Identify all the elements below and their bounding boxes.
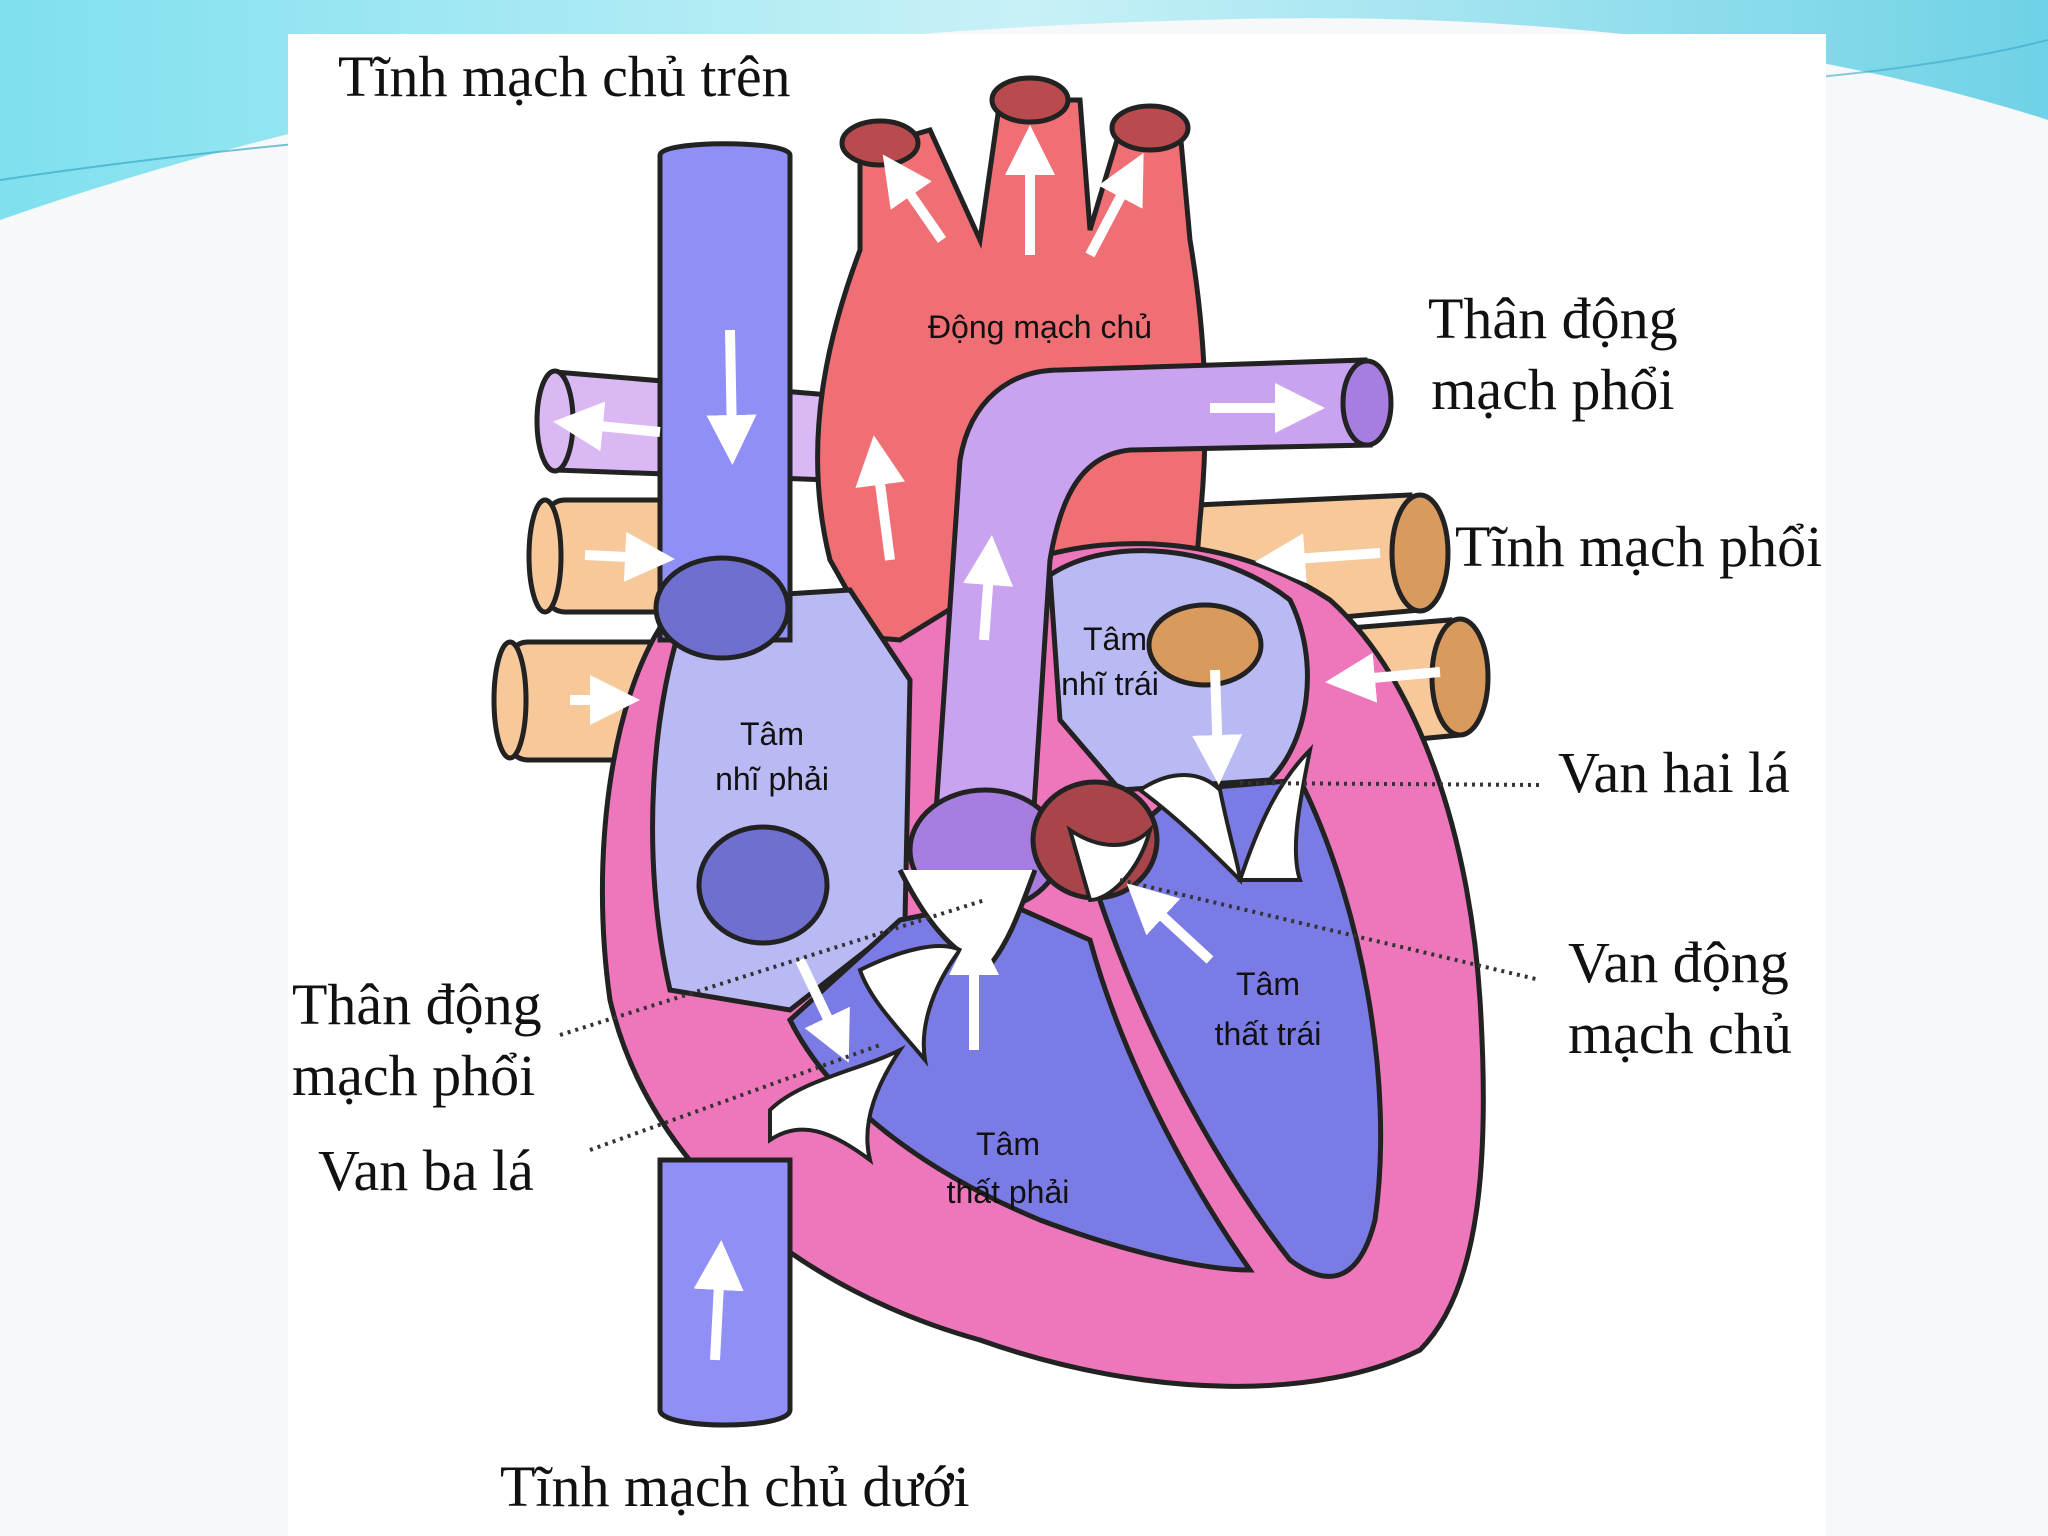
mitral-valve-shape <box>1136 743 1314 885</box>
left-atrium-inner-label-2: nhĩ trái <box>1061 666 1159 702</box>
label-pulmonary-trunk-left-line1: Thân động <box>292 972 542 1037</box>
right-atrium <box>650 587 913 1013</box>
label-aortic-valve-line1: Van động <box>1568 930 1789 995</box>
right-atrium-inner-label-2: nhĩ phải <box>715 761 829 797</box>
left-ventricle-inner-label-2: thất trái <box>1215 1016 1322 1052</box>
pulmonary-trunk <box>897 357 1394 968</box>
aortic-valve-shape <box>1030 779 1160 903</box>
left-atrium <box>1047 548 1310 793</box>
right-ventricle-inner-label-2: thất phải <box>947 1174 1070 1210</box>
inferior-vena-cava <box>657 1157 793 1428</box>
label-superior-vena-cava: Tĩnh mạch chủ trên <box>338 44 791 109</box>
right-ventricle-inner-label-1: Tâm <box>976 1126 1040 1162</box>
label-pulmonary-veins: Tĩnh mạch phổi <box>1455 514 1823 579</box>
aorta-inner-label: Động mạch chủ <box>928 309 1152 345</box>
label-pulmonary-trunk-right: Thân động mạch phổi <box>1428 284 1678 426</box>
label-pulmonary-trunk-left: Thân động mạch phổi <box>292 970 542 1112</box>
label-inferior-vena-cava: Tĩnh mạch chủ dưới <box>500 1454 970 1519</box>
leader-lines <box>559 781 1541 1152</box>
right-atrium-inner-label-1: Tâm <box>740 716 804 752</box>
label-mitral-valve: Van hai lá <box>1558 740 1790 805</box>
left-ventricle-inner-label-1: Tâm <box>1236 966 1300 1002</box>
superior-vena-cava <box>653 141 793 661</box>
inner-labels: Động mạch chủ Tâm nhĩ phải Tâm nhĩ trái … <box>715 309 1321 1210</box>
label-pulmonary-trunk-right-line2: mạch phổi <box>1431 356 1675 422</box>
flow-arrows <box>553 125 1441 1361</box>
label-pulmonary-trunk-left-line2: mạch phổi <box>292 1042 536 1108</box>
label-aortic-valve: Van động mạch chủ <box>1568 928 1792 1070</box>
tricuspid-valve-shape <box>768 944 964 1165</box>
label-tricuspid-valve: Van ba lá <box>318 1138 534 1203</box>
label-pulmonary-trunk-right-line1: Thân động <box>1428 286 1678 351</box>
left-atrium-inner-label-1: Tâm <box>1083 621 1147 657</box>
label-aortic-valve-line2: mạch chủ <box>1568 1000 1792 1066</box>
